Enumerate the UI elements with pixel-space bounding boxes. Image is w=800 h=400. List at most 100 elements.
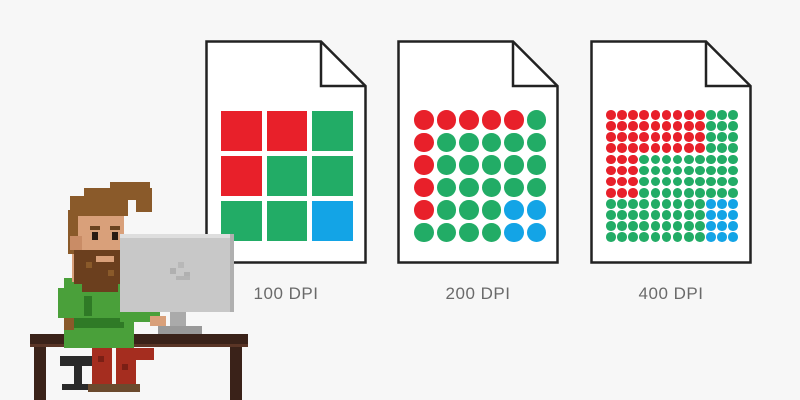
pixel-dot <box>526 200 546 220</box>
pixel-dot <box>695 132 705 142</box>
head <box>68 182 152 292</box>
pixel-dot <box>695 221 705 231</box>
pixel-dot <box>695 232 705 242</box>
pixel-dot <box>481 200 501 220</box>
pixel-dot <box>728 221 738 231</box>
pixel-dot <box>414 132 434 152</box>
pixel-dot <box>672 132 683 142</box>
pixel-dot <box>717 121 727 131</box>
pixel-dot <box>728 132 738 142</box>
pixel-dot <box>683 176 694 187</box>
pixel-dot <box>683 199 694 209</box>
pixel-dot <box>672 154 683 165</box>
pixel-dot <box>628 121 638 131</box>
pixel-dot <box>661 199 672 209</box>
pixel-dot <box>639 110 649 120</box>
pixel-dot <box>650 132 661 142</box>
pixel-dot <box>617 221 627 231</box>
pixel-dot <box>672 110 683 120</box>
pixel-square <box>221 201 262 241</box>
pixel-dot <box>683 110 694 120</box>
pixel-dot <box>526 177 546 197</box>
pixel-dot <box>639 187 649 198</box>
desk <box>30 334 248 400</box>
pixel-dot <box>717 176 727 187</box>
pixel-dot <box>695 176 705 187</box>
pixel-dot <box>606 176 616 187</box>
pixel-dot <box>728 121 738 131</box>
pixel-dot <box>459 200 479 220</box>
pixel-dot <box>504 177 524 197</box>
pixel-dot <box>683 143 694 153</box>
pixel-dot <box>650 154 661 165</box>
pixel-dot <box>617 165 627 176</box>
pixel-dot <box>459 222 479 242</box>
pixel-dot <box>672 210 683 220</box>
pixel-dot <box>695 143 705 153</box>
pixel-dot <box>661 110 672 120</box>
pixel-dot <box>481 222 501 242</box>
pixel-dot <box>650 199 661 209</box>
pixel-dot <box>672 187 683 198</box>
pixel-dot <box>650 221 661 231</box>
pixel-dot <box>672 143 683 153</box>
pixel-dot <box>606 143 616 153</box>
pixel-dot <box>459 155 479 175</box>
pixel-dot <box>436 132 456 152</box>
pixel-dot <box>683 154 694 165</box>
pixel-dot <box>661 221 672 231</box>
pixel-dot <box>526 132 546 152</box>
pixel-dot <box>661 143 672 153</box>
document-400-dpi <box>590 40 752 264</box>
pixel-dot <box>639 121 649 131</box>
pixel-dot <box>606 221 616 231</box>
pixel-dot <box>436 200 456 220</box>
chair <box>60 356 96 390</box>
pixel-dot <box>683 232 694 242</box>
pixel-dot <box>717 154 727 165</box>
pixel-dot <box>650 187 661 198</box>
pixel-dot <box>672 232 683 242</box>
pixel-dot <box>617 154 627 165</box>
pixel-square <box>221 156 262 196</box>
pixel-dot <box>728 154 738 165</box>
pixel-dot <box>481 110 501 130</box>
pixel-dot <box>728 143 738 153</box>
pixel-dot <box>728 176 738 187</box>
pixel-dot <box>728 187 738 198</box>
pixel-dot <box>650 232 661 242</box>
pixel-dot <box>606 154 616 165</box>
pixel-dot <box>650 143 661 153</box>
pixel-dot <box>672 199 683 209</box>
pixel-square <box>312 111 353 151</box>
pixel-dot <box>617 199 627 209</box>
pixel-dot <box>504 132 524 152</box>
pixel-dot <box>617 210 627 220</box>
pixel-dot <box>695 110 705 120</box>
pixel-dot <box>706 187 716 198</box>
pixel-dot <box>414 155 434 175</box>
pixel-dot <box>706 165 716 176</box>
pixel-dot <box>639 210 649 220</box>
pixel-dot <box>628 199 638 209</box>
pixel-dot <box>414 200 434 220</box>
pixel-dot <box>661 176 672 187</box>
pixel-dot <box>650 176 661 187</box>
pixel-dot <box>628 221 638 231</box>
pixel-dot <box>706 154 716 165</box>
pixel-dot <box>481 132 501 152</box>
pixel-dot <box>504 200 524 220</box>
pixel-dot <box>606 210 616 220</box>
pixel-dot <box>706 176 716 187</box>
pixel-dot <box>717 165 727 176</box>
pixel-dot <box>628 187 638 198</box>
pixel-dot <box>661 154 672 165</box>
pixel-dot <box>628 210 638 220</box>
pixel-dot <box>706 232 716 242</box>
pixel-dot <box>683 132 694 142</box>
pixel-dot <box>628 176 638 187</box>
pixel-dot <box>683 187 694 198</box>
pixel-dot <box>481 177 501 197</box>
pixel-dot <box>728 165 738 176</box>
pixel-dot <box>481 155 501 175</box>
